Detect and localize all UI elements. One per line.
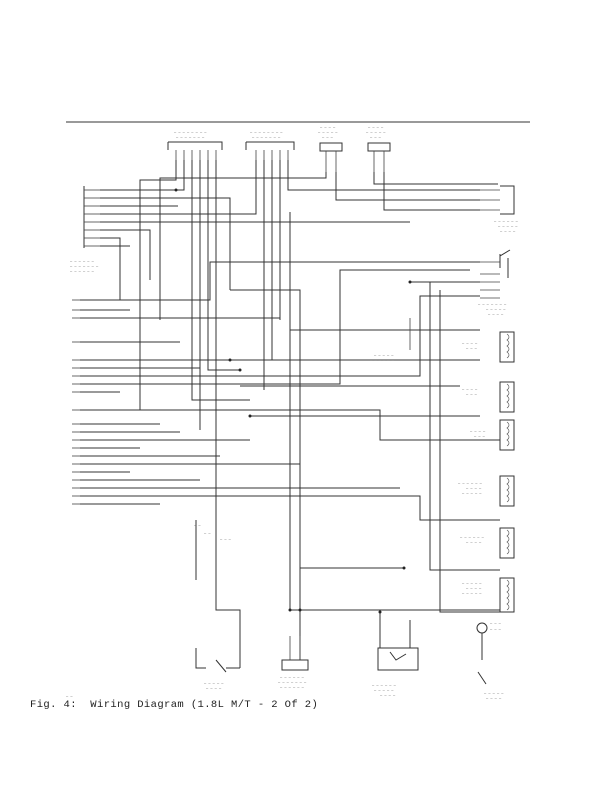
svg-text:— —: — — bbox=[204, 531, 211, 535]
svg-text:— — —: — — — bbox=[220, 537, 232, 541]
connector-top-left: — — — — — — — — — — — — — — — bbox=[167, 130, 223, 160]
svg-text:— — — — —: — — — — — bbox=[462, 581, 482, 585]
svg-text:— — —: — — — bbox=[322, 135, 334, 139]
svg-text:— — — — —: — — — — — bbox=[366, 130, 386, 134]
svg-text:— — — — — — — —: — — — — — — — — bbox=[250, 130, 283, 134]
sensor-bottom-left: — — — — — — — — — — — — — — — — bbox=[194, 520, 240, 690]
wires-vertical bbox=[100, 160, 498, 668]
component-right-5: — — — — — — — — — — bbox=[460, 527, 515, 559]
svg-text:— — — —: — — — — bbox=[500, 229, 516, 233]
svg-text:— — — — —: — — — — — bbox=[486, 307, 506, 311]
svg-text:— — —: — — — bbox=[466, 392, 478, 396]
component-right-6: — — — — — — — — — — — — — — bbox=[462, 577, 515, 613]
svg-text:— — — — — —: — — — — — — bbox=[280, 685, 305, 689]
svg-text:— — — — — —: — — — — — — bbox=[280, 675, 305, 679]
svg-text:— — — —: — — — — bbox=[462, 387, 478, 391]
component-right-1: — — — — — — — bbox=[462, 331, 515, 363]
svg-text:— — — — — —: — — — — — — bbox=[460, 535, 485, 539]
svg-text:— — — — — — —: — — — — — — — bbox=[70, 264, 99, 268]
connector-bottom-center: — — — — — — — — — — — — — — — — — — — bbox=[278, 636, 309, 689]
connector-top-sensor-2: — — — — — — — — — — — — bbox=[366, 125, 391, 172]
component-right-2: — — — — — — — bbox=[462, 381, 515, 413]
svg-text:— — — — —: — — — — — bbox=[484, 691, 504, 695]
svg-text:— — — — — — —: — — — — — — — bbox=[176, 135, 205, 139]
svg-text:— — — — —: — — — — — bbox=[374, 688, 394, 692]
svg-text:— — — — — —: — — — — — — bbox=[70, 269, 95, 273]
svg-text:— — — — — — — —: — — — — — — — — bbox=[174, 130, 207, 134]
connector-middle: — — — — — — — — — — — bbox=[370, 318, 411, 362]
component-right-4: — — — — — — — — — — — — — — — bbox=[458, 475, 515, 507]
svg-text:— — — —: — — — — bbox=[320, 125, 336, 129]
svg-text:— — — — — —: — — — — — — bbox=[372, 683, 397, 687]
svg-text:— — —: — — — bbox=[474, 434, 486, 438]
svg-text:— — — — — —: — — — — — — bbox=[70, 259, 95, 263]
svg-text:— — — —: — — — — bbox=[488, 312, 504, 316]
splice-dots bbox=[174, 188, 412, 614]
connector-left-lower bbox=[72, 299, 80, 505]
svg-text:— — — — — —: — — — — — — bbox=[370, 358, 395, 362]
svg-text:— — — —: — — — — bbox=[486, 696, 502, 700]
svg-text:— —: — — bbox=[194, 523, 201, 527]
svg-text:— — — —: — — — — bbox=[466, 486, 482, 490]
svg-text:— — — — —: — — — — — bbox=[318, 130, 338, 134]
switch-middle-right: — — — — — — — — — — — — — — — — bbox=[478, 249, 511, 316]
svg-text:— — —: — — — bbox=[490, 627, 502, 631]
svg-text:— — — — — — —: — — — — — — — bbox=[278, 680, 307, 684]
connector-top-middle: — — — — — — — — — — — — — — — bbox=[245, 130, 295, 160]
svg-text:— — —: — — — bbox=[370, 135, 382, 139]
wires-horizontal bbox=[80, 197, 500, 660]
connector-left-upper: — — — — — — — — — — — — — — — — — — — bbox=[70, 186, 100, 273]
svg-text:— — — —: — — — — bbox=[368, 125, 384, 129]
svg-text:— — — — —: — — — — — bbox=[498, 224, 518, 228]
svg-text:— — — — —: — — — — — bbox=[462, 591, 482, 595]
svg-text:— — — —: — — — — bbox=[462, 341, 478, 345]
svg-text:— — — — —: — — — — — bbox=[462, 491, 482, 495]
svg-text:— — — — —: — — — — — bbox=[374, 353, 394, 357]
svg-text:— — — —: — — — — bbox=[470, 429, 486, 433]
figure-caption: Fig. 4: Wiring Diagram (1.8L M/T - 2 Of … bbox=[30, 699, 319, 711]
svg-text:— — — —: — — — — bbox=[466, 540, 482, 544]
connector-top-sensor-1: — — — — — — — — — — — — bbox=[318, 125, 343, 172]
svg-text:— — — — — — —: — — — — — — — bbox=[252, 135, 281, 139]
ground-bottom-right: — — — — — — — — — — — — — — — bbox=[476, 621, 504, 700]
component-right-3: — — — — — — — bbox=[470, 419, 515, 451]
switch-top-right: — — — — — — — — — — — — — — — bbox=[480, 185, 519, 233]
svg-text:— — — — — —: — — — — — — bbox=[494, 219, 519, 223]
svg-text:— — — —: — — — — bbox=[380, 693, 396, 697]
svg-text:— — —: — — — bbox=[490, 621, 502, 625]
svg-text:— — — — — —: — — — — — — bbox=[458, 481, 483, 485]
relay-bottom-right: — — — — — — — — — — — — — — — bbox=[372, 647, 419, 697]
svg-text:— — — — — — —: — — — — — — — bbox=[478, 302, 507, 306]
svg-text:— — — —: — — — — bbox=[206, 686, 222, 690]
svg-text:— — — —: — — — — bbox=[466, 586, 482, 590]
svg-text:— —: — — bbox=[66, 694, 73, 698]
svg-text:— — —: — — — bbox=[466, 346, 478, 350]
svg-text:— — — — —: — — — — — bbox=[204, 681, 224, 685]
